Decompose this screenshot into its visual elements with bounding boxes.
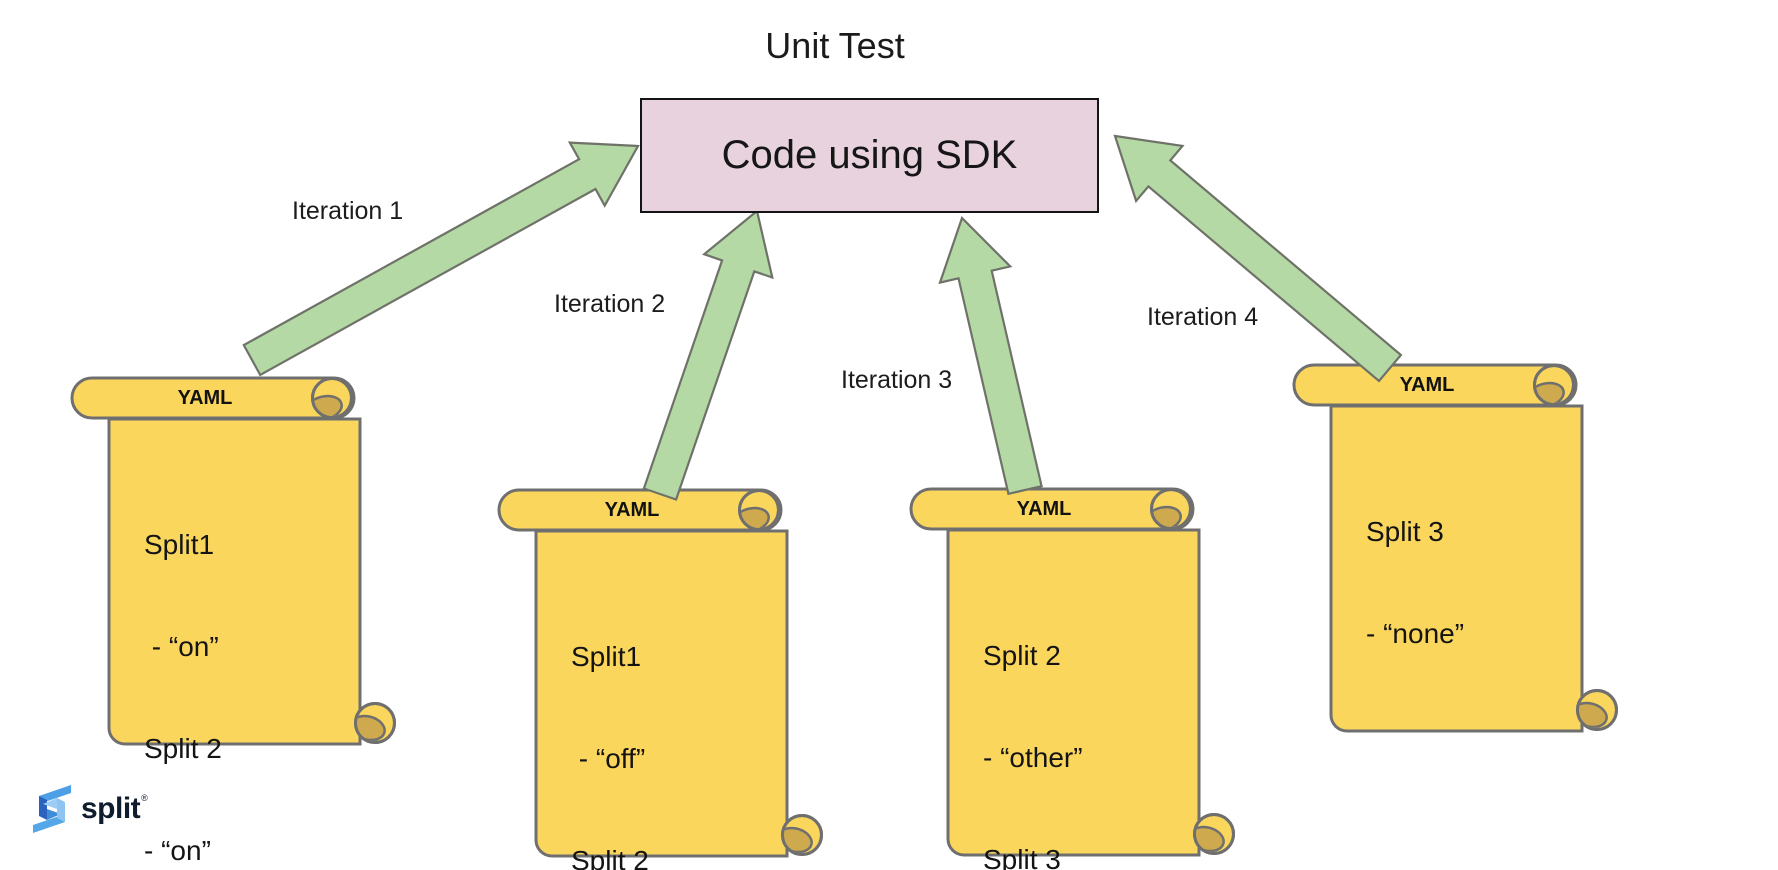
iteration-4-arrow bbox=[1113, 134, 1403, 383]
yaml-line: Split 2 bbox=[144, 733, 222, 764]
yaml-scroll-4-header: YAML bbox=[1399, 374, 1455, 396]
iteration-1-arrow bbox=[242, 141, 640, 377]
yaml-line: - “on” bbox=[144, 631, 219, 662]
yaml-scroll-3: YAML Split 2 - “other” Split 3 - “low” bbox=[909, 487, 1241, 870]
yaml-line: - “other” bbox=[983, 742, 1083, 773]
yaml-line: - “none” bbox=[1366, 618, 1465, 649]
yaml-line: Split1 bbox=[571, 641, 642, 672]
yaml-line: Split 3 bbox=[983, 844, 1061, 870]
yaml-line: - “on” bbox=[144, 835, 211, 866]
yaml-scroll-2: YAML Split1 - “off” Split 2 - “off” Spli… bbox=[497, 488, 829, 870]
iteration-3-arrow bbox=[938, 215, 1043, 496]
yaml-scroll-1-header: YAML bbox=[177, 387, 233, 409]
yaml-scroll-2-content: Split1 - “off” Split 2 - “off” Split 3 -… bbox=[571, 572, 706, 870]
iteration-2-label: Iteration 2 bbox=[554, 290, 666, 318]
yaml-scroll-4: YAML Split 3 - “none” bbox=[1292, 363, 1624, 739]
iteration-3-label: Iteration 3 bbox=[841, 366, 953, 394]
page-title: Unit Test bbox=[765, 25, 905, 66]
yaml-line: Split 2 bbox=[571, 845, 649, 870]
registered-trademark-icon: ® bbox=[141, 793, 148, 803]
yaml-scroll-3-content: Split 2 - “other” Split 3 - “low” bbox=[983, 571, 1083, 870]
iteration-4-label: Iteration 4 bbox=[1147, 303, 1259, 331]
split-logo-text: split bbox=[81, 792, 141, 825]
split-logo-icon bbox=[33, 785, 71, 833]
yaml-scroll-1-content: Split1 - “on” Split 2 - “on” Split 3 - “… bbox=[144, 460, 233, 870]
yaml-line: Split 3 bbox=[1366, 516, 1444, 547]
yaml-scroll-1: YAML Split1 - “on” Split 2 - “on” Split … bbox=[70, 376, 402, 866]
yaml-line: - “off” bbox=[571, 743, 646, 774]
split-logo: split ® bbox=[30, 783, 148, 835]
iteration-2-arrow bbox=[642, 209, 774, 501]
yaml-scroll-3-header: YAML bbox=[1016, 498, 1072, 520]
code-using-sdk-label: Code using SDK bbox=[721, 133, 1018, 177]
yaml-line: Split 2 bbox=[983, 640, 1061, 671]
yaml-scroll-4-content: Split 3 - “none” bbox=[1366, 447, 1464, 719]
yaml-line: Split1 bbox=[144, 529, 215, 560]
yaml-scroll-2-header: YAML bbox=[604, 499, 660, 521]
code-using-sdk-box: Code using SDK bbox=[640, 98, 1099, 213]
scroll-icon bbox=[70, 376, 402, 752]
iteration-1-label: Iteration 1 bbox=[292, 197, 404, 225]
